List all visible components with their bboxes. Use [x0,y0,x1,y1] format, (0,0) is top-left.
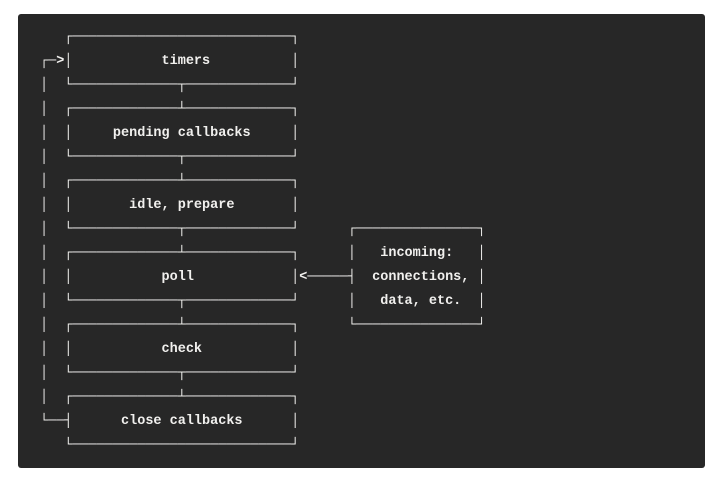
event-loop-ascii-diagram: ┌───────────────────────────┐ ┌─>│ timer… [40,30,486,453]
code-block-panel: ┌───────────────────────────┐ ┌─>│ timer… [18,14,705,468]
